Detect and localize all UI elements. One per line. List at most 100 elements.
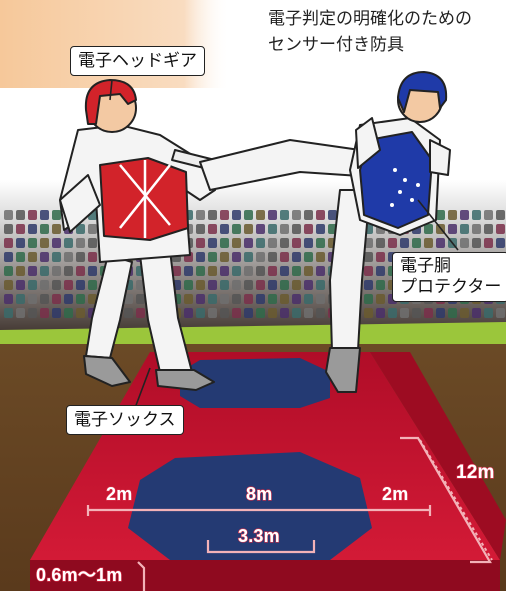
stadium-seat bbox=[28, 266, 37, 276]
stadium-seat bbox=[220, 210, 229, 220]
stadium-seat bbox=[376, 280, 385, 290]
stadium-seat bbox=[268, 238, 277, 248]
stadium-seat bbox=[28, 252, 37, 262]
stadium-seat bbox=[364, 294, 373, 304]
stadium-seat bbox=[52, 238, 61, 248]
stadium-seat bbox=[304, 224, 313, 234]
stadium-seat bbox=[304, 280, 313, 290]
stadium-seat bbox=[316, 266, 325, 276]
stadium-seat bbox=[88, 294, 97, 304]
caption-line-2: センサー付き防具 bbox=[268, 35, 404, 55]
stadium-seat bbox=[292, 308, 301, 318]
label-electronic-body-protector: 電子胴 プロテクター bbox=[392, 252, 506, 302]
stadium-seat bbox=[292, 280, 301, 290]
dimension-center-width: 8m bbox=[245, 483, 273, 504]
stadium-seat bbox=[280, 308, 289, 318]
stadium-seat bbox=[208, 308, 217, 318]
stadium-seat bbox=[220, 294, 229, 304]
stadium-seat bbox=[268, 266, 277, 276]
stadium-seat bbox=[76, 266, 85, 276]
stadium-seat bbox=[208, 280, 217, 290]
stadium-seat bbox=[280, 266, 289, 276]
stadium-seat bbox=[304, 252, 313, 262]
stadium-seat bbox=[472, 224, 481, 234]
mat-far-octagon bbox=[180, 358, 330, 408]
stadium-seat bbox=[196, 294, 205, 304]
stadium-seat bbox=[256, 210, 265, 220]
stadium-seat bbox=[184, 308, 193, 318]
stadium-seat bbox=[436, 238, 445, 248]
stadium-seat bbox=[64, 266, 73, 276]
stadium-seat bbox=[196, 238, 205, 248]
stadium-seat bbox=[376, 294, 385, 304]
stadium-seat bbox=[292, 266, 301, 276]
arena-platform-right-side bbox=[370, 352, 506, 560]
stadium-seat bbox=[376, 238, 385, 248]
stadium-seat bbox=[64, 308, 73, 318]
stadium-seat bbox=[52, 266, 61, 276]
stadium-seat bbox=[316, 224, 325, 234]
stadium-seat bbox=[52, 294, 61, 304]
stadium-seat bbox=[448, 308, 457, 318]
stadium-seat bbox=[376, 308, 385, 318]
dimension-left-margin: 2m bbox=[105, 483, 133, 504]
stadium-seat bbox=[232, 238, 241, 248]
stadium-seat bbox=[484, 210, 493, 220]
stadium-seat bbox=[292, 294, 301, 304]
stadium-seat bbox=[436, 308, 445, 318]
stadium-seat bbox=[496, 308, 505, 318]
stadium-seat bbox=[28, 294, 37, 304]
stadium-seat bbox=[316, 280, 325, 290]
stadium-seat bbox=[28, 238, 37, 248]
stadium-seat bbox=[16, 238, 25, 248]
stadium-seat bbox=[208, 294, 217, 304]
stadium-seat bbox=[40, 280, 49, 290]
dimension-lines bbox=[86, 436, 492, 591]
protector-label-line-2: プロテクター bbox=[400, 277, 502, 297]
stadium-seat bbox=[64, 294, 73, 304]
protector-label-line-1: 電子胴 bbox=[400, 256, 451, 276]
stadium-seat bbox=[88, 252, 97, 262]
stadium-seat bbox=[388, 238, 397, 248]
stadium-seat bbox=[424, 238, 433, 248]
label-electronic-headgear: 電子ヘッドギア bbox=[70, 46, 205, 76]
stadium-seat bbox=[208, 266, 217, 276]
stadium-seat bbox=[52, 280, 61, 290]
stadium-seat bbox=[220, 266, 229, 276]
stadium-seat bbox=[496, 224, 505, 234]
stadium-seat bbox=[256, 252, 265, 262]
stadium-seat bbox=[244, 210, 253, 220]
stadium-seat bbox=[244, 266, 253, 276]
stadium-seat bbox=[40, 294, 49, 304]
stadium-seat bbox=[232, 210, 241, 220]
stadium-seat bbox=[328, 210, 337, 220]
stadium-seat bbox=[220, 224, 229, 234]
stadium-seat bbox=[232, 224, 241, 234]
label-electronic-socks: 電子ソックス bbox=[66, 405, 184, 435]
stadium-seat bbox=[472, 210, 481, 220]
stadium-seat bbox=[16, 280, 25, 290]
stadium-seat bbox=[244, 252, 253, 262]
stadium-seat bbox=[268, 210, 277, 220]
stadium-seat bbox=[376, 252, 385, 262]
stadium-seat bbox=[64, 280, 73, 290]
stadium-seat bbox=[436, 210, 445, 220]
stadium-seat bbox=[220, 252, 229, 262]
stadium-seat bbox=[484, 308, 493, 318]
stadium-seat bbox=[280, 210, 289, 220]
stadium-seat bbox=[256, 224, 265, 234]
stadium-seat bbox=[292, 210, 301, 220]
stadium-seat bbox=[40, 210, 49, 220]
stadium-seat bbox=[4, 308, 13, 318]
stadium-seat bbox=[4, 252, 13, 262]
stadium-seat bbox=[244, 238, 253, 248]
stadium-seat bbox=[424, 224, 433, 234]
stadium-seat bbox=[364, 280, 373, 290]
stadium-seat bbox=[256, 280, 265, 290]
stadium-seat bbox=[64, 238, 73, 248]
stadium-seat bbox=[196, 210, 205, 220]
stadium-seat bbox=[364, 252, 373, 262]
stadium-seat bbox=[472, 238, 481, 248]
stadium-seat bbox=[256, 308, 265, 318]
stadium-seat bbox=[484, 238, 493, 248]
